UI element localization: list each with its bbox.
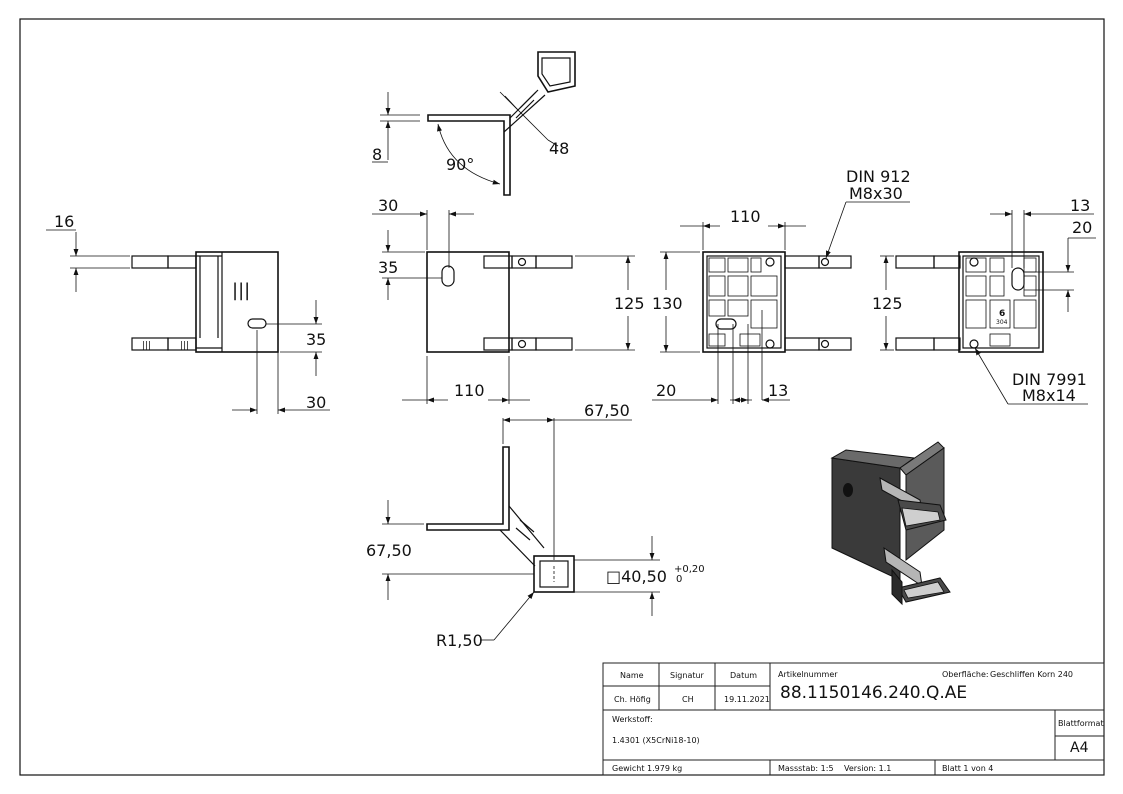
- dim-16: 16: [54, 212, 74, 231]
- title-block: Name Signatur Datum Ch. Höfig CH 19.11.2…: [602, 662, 1105, 776]
- tb-datum-value: 19.11.2021: [724, 695, 770, 704]
- dim-35-front: 35: [378, 258, 398, 277]
- dim-130-back: 130: [652, 294, 683, 313]
- tb-blattformat-label: Blattformat: [1058, 719, 1104, 728]
- tolerance-lower: 0: [676, 574, 682, 585]
- dim-67-vertical: 67,50: [366, 541, 412, 560]
- dim-13-right: 13: [1070, 196, 1090, 215]
- sheet-border: [19, 18, 1105, 776]
- dim-48: 48: [549, 139, 569, 158]
- tb-artikel-label: Artikelnummer: [778, 670, 838, 679]
- part-mark-c: |||: [180, 341, 189, 351]
- tolerance-upper: +0,20: [674, 564, 705, 575]
- dim-40-square: □40,50: [606, 567, 667, 586]
- dim-67-horizontal: 67,50: [584, 401, 630, 420]
- right-view: 6 304 13 20 125 DIN 7991 M8x14: [872, 196, 1096, 405]
- tb-werkstoff-label: Werkstoff:: [612, 715, 653, 724]
- tb-oberflaeche-label: Oberfläche:: [942, 670, 989, 679]
- dim-8: 8: [372, 145, 382, 164]
- dim-20-back: 20: [656, 381, 676, 400]
- bottom-view: 67,50 67,50 □40,50 +0,20 0 R1,50: [366, 401, 705, 650]
- dim-90deg: 90°: [446, 155, 474, 174]
- tb-version: Version: 1.1: [844, 764, 891, 773]
- part-mark-a: |||: [232, 280, 250, 301]
- tb-header-signatur: Signatur: [670, 671, 705, 680]
- left-view: ||| ||| ||| 16 35 30: [46, 212, 330, 414]
- back-view: 110 130 20 13 DIN 912 M8x30: [652, 167, 911, 404]
- tb-header-name: Name: [620, 671, 644, 680]
- tb-werkstoff-value: 1.4301 (X5CrNi18-10): [612, 736, 700, 745]
- dim-125-right: 125: [872, 294, 903, 313]
- tb-blattformat-value: A4: [1070, 740, 1089, 756]
- tb-oberflaeche-value: Geschliffen Korn 240: [990, 670, 1073, 679]
- tb-artikel-number: 88.1150146.240.Q.AE: [780, 683, 967, 703]
- dim-110-front: 110: [454, 381, 485, 400]
- isometric-render: [830, 441, 951, 606]
- screw-label-din912: DIN 912: [846, 167, 911, 186]
- top-view: 8 90° 48: [372, 51, 576, 196]
- dim-13-back: 13: [768, 381, 788, 400]
- dim-125-front: 125: [614, 294, 645, 313]
- part-mark-b: |||: [142, 341, 151, 351]
- tb-name-value: Ch. Höfig: [614, 695, 651, 704]
- dim-20-right: 20: [1072, 218, 1092, 237]
- dim-110-back: 110: [730, 207, 761, 226]
- screw-label-m8x14: M8x14: [1022, 386, 1076, 405]
- stamp-mark-1: 6: [999, 309, 1005, 319]
- tb-gewicht: Gewicht 1.979 kg: [612, 764, 682, 773]
- dim-radius: R1,50: [436, 631, 483, 650]
- tb-blatt: Blatt 1 von 4: [942, 764, 993, 773]
- screw-label-din7991: DIN 7991: [1012, 370, 1087, 389]
- dim-30-left: 30: [306, 393, 326, 412]
- dim-30-front: 30: [378, 196, 398, 215]
- tb-massstab: Massstab: 1:5: [778, 764, 834, 773]
- screw-label-m8x30: M8x30: [849, 184, 903, 203]
- tb-signatur-value: CH: [682, 695, 694, 704]
- front-view: 30 35 125 110: [372, 196, 645, 404]
- dim-35-left: 35: [306, 330, 326, 349]
- stamp-mark-2: 304: [996, 319, 1008, 326]
- tb-header-datum: Datum: [730, 671, 757, 680]
